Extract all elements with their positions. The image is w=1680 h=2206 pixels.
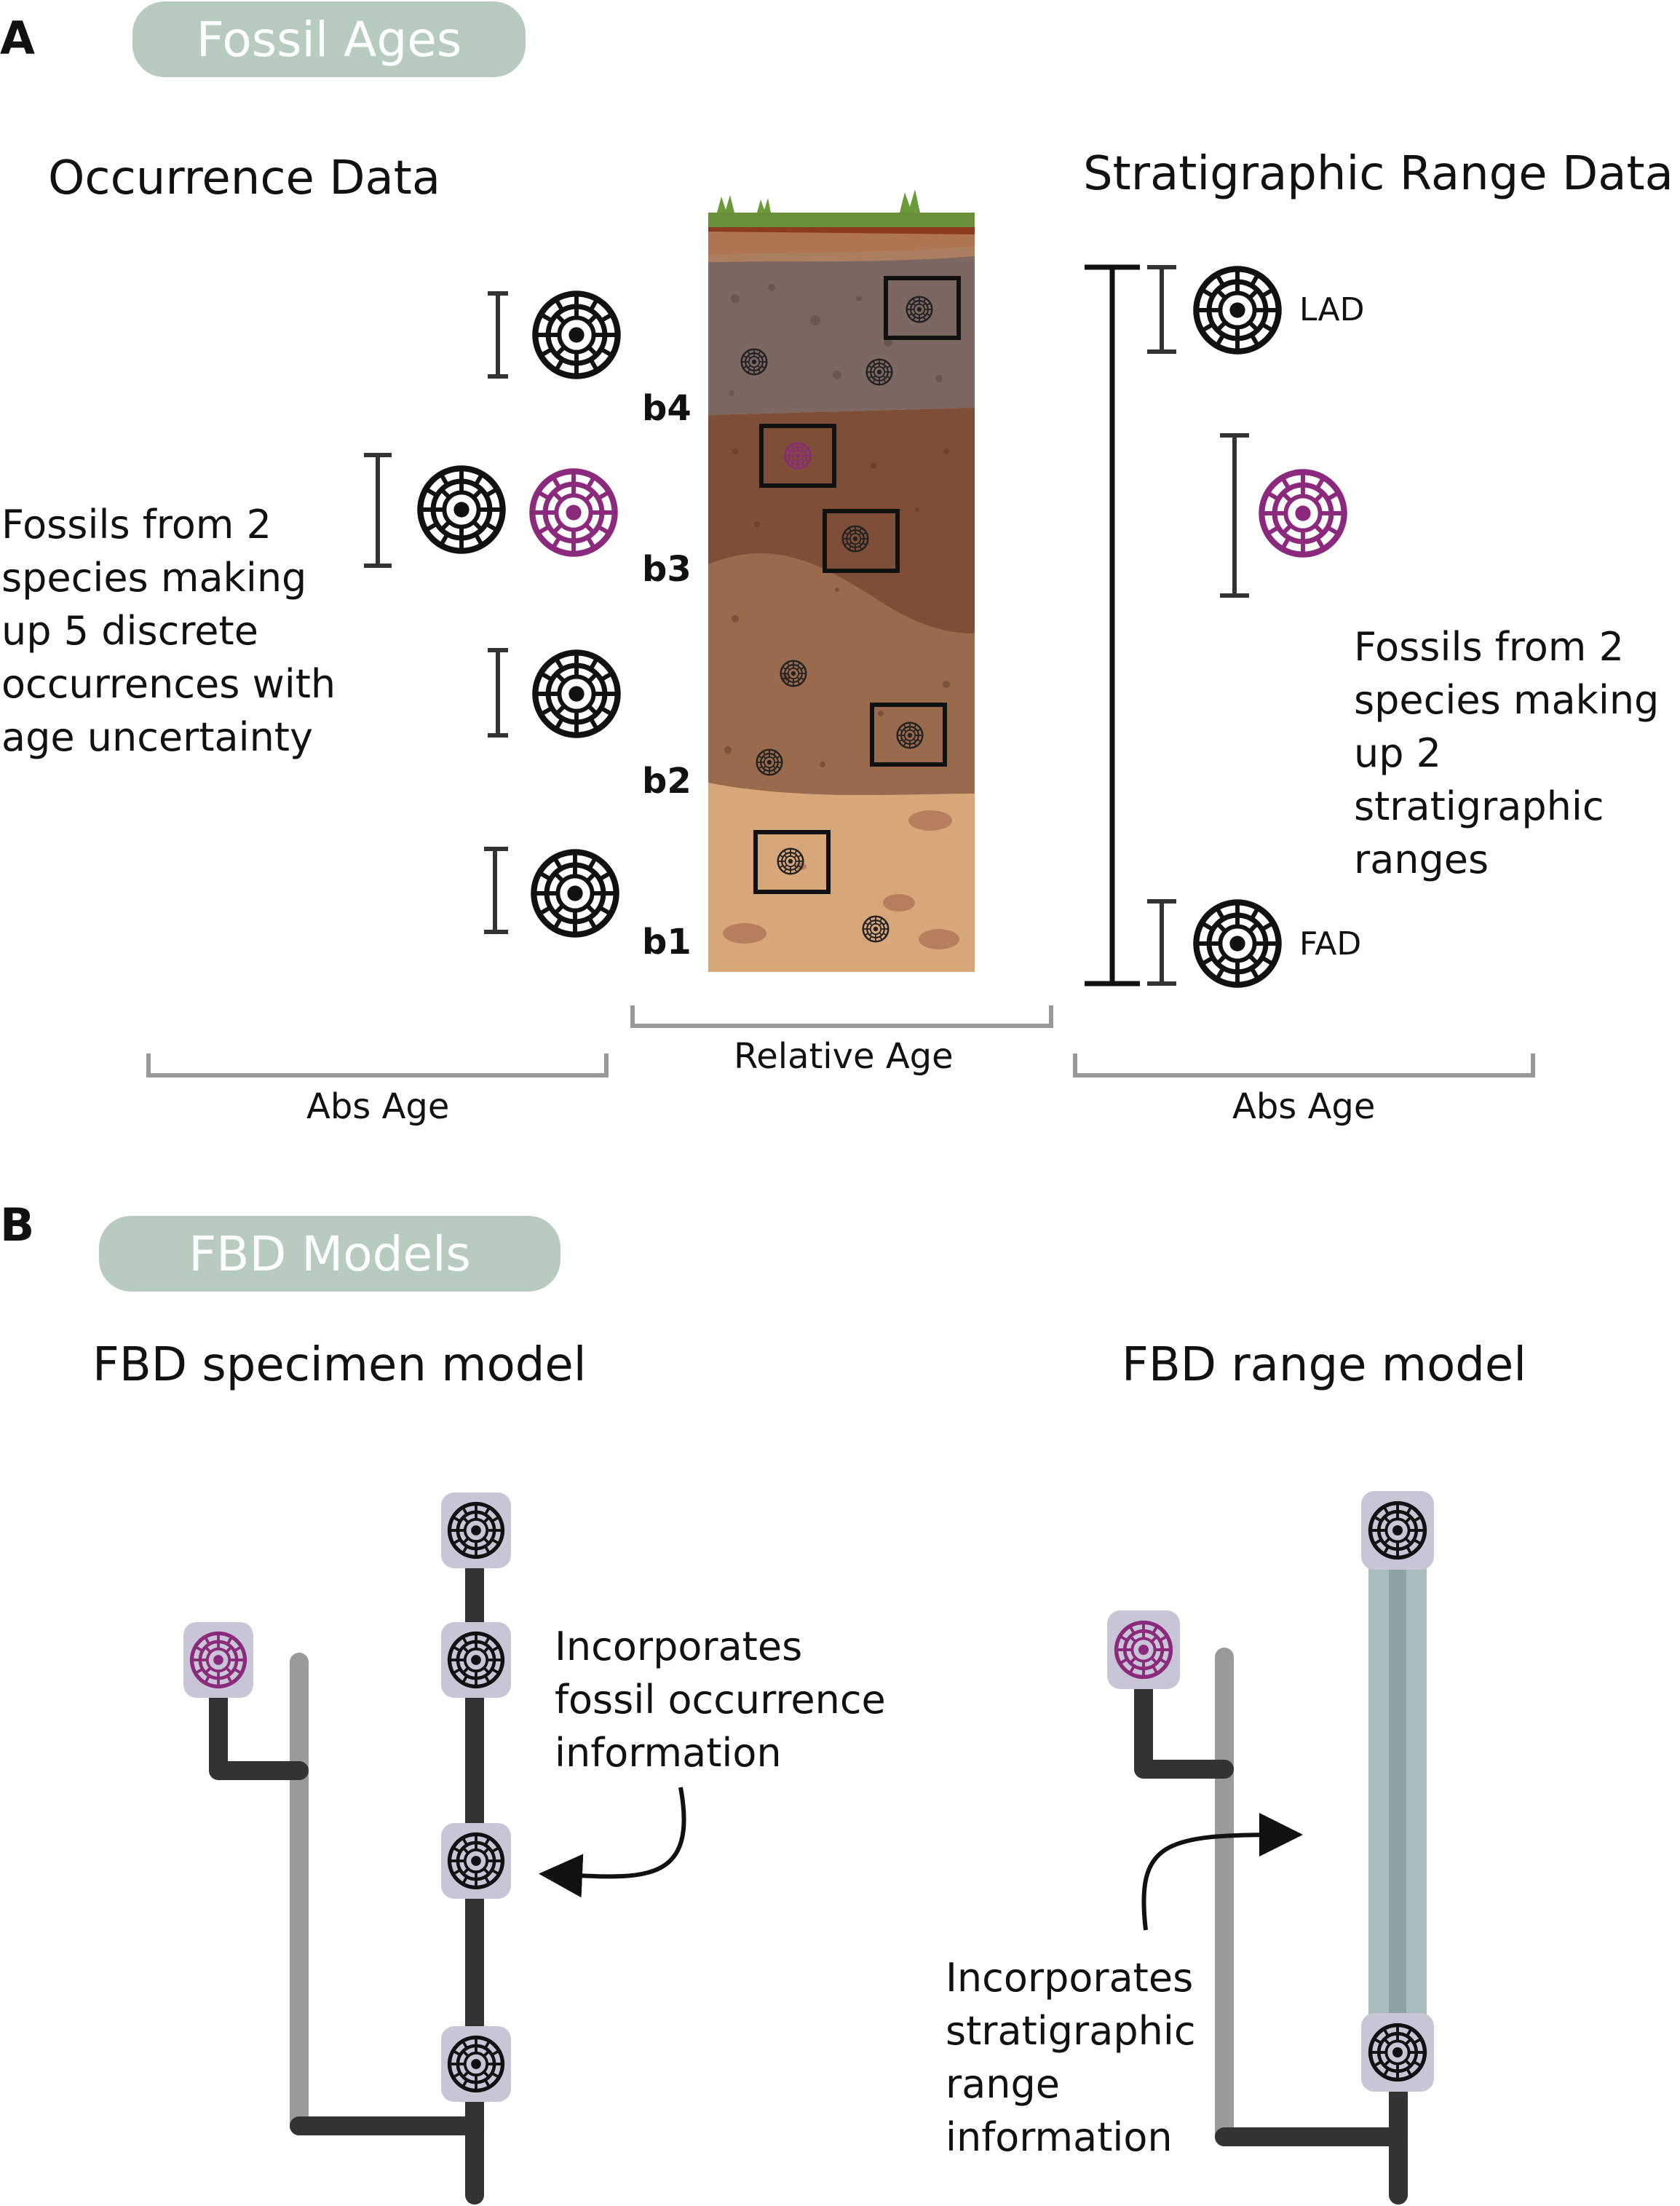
- fbd-models-pill: FBD Models: [99, 1216, 560, 1292]
- range-fossil-badges: [1107, 1491, 1434, 2092]
- bed-label-b4: b4: [642, 388, 692, 429]
- occurrence-description: Fossils from 2 species making up 5 discr…: [1, 502, 336, 760]
- specimen-tree: [209, 1519, 484, 2205]
- occurrence-fossil-purple: [532, 471, 614, 553]
- panel-b-letter: B: [0, 1198, 35, 1252]
- bed-label-b3: b3: [642, 549, 692, 590]
- specimen-model-heading: FBD specimen model: [92, 1338, 587, 1392]
- fossil-ages-pill: Fossil Ages: [132, 1, 526, 77]
- abs-age-left-label: Abs Age: [306, 1086, 450, 1127]
- occurrence-fossils: [420, 293, 617, 934]
- range-bars: [1085, 264, 1249, 987]
- panel-a-letter: A: [0, 12, 35, 65]
- range-tree: [1134, 1562, 1427, 2205]
- stratigraphic-column: [708, 189, 975, 972]
- bed-label-b2: b2: [642, 761, 692, 802]
- specimen-fossil-badges: [183, 1493, 511, 2102]
- occurrence-data-heading: Occurrence Data: [48, 151, 441, 205]
- range-model-description: Incorporates stratigraphic range informa…: [946, 1955, 1196, 2160]
- lad-label: LAD: [1299, 291, 1365, 328]
- range-description: Fossils from 2 species making up 2 strat…: [1354, 624, 1660, 882]
- bed-label-b1: b1: [642, 922, 692, 962]
- fad-label: FAD: [1299, 925, 1362, 962]
- range-model-heading: FBD range model: [1122, 1338, 1527, 1392]
- stratigraphic-range-heading: Stratigraphic Range Data: [1083, 147, 1673, 201]
- abs-age-right-label: Abs Age: [1232, 1086, 1376, 1127]
- range-fossil-purple: [1261, 472, 1344, 554]
- arrow-icon: [1141, 1813, 1303, 1931]
- specimen-model-description: Incorporates fossil occurrence informati…: [555, 1624, 886, 1776]
- occurrence-error-bars: [364, 291, 508, 934]
- arrow-icon: [539, 1787, 686, 1898]
- axis-brackets: [146, 1005, 1535, 1078]
- range-fossils: [1196, 269, 1278, 984]
- relative-age-label: Relative Age: [734, 1036, 954, 1077]
